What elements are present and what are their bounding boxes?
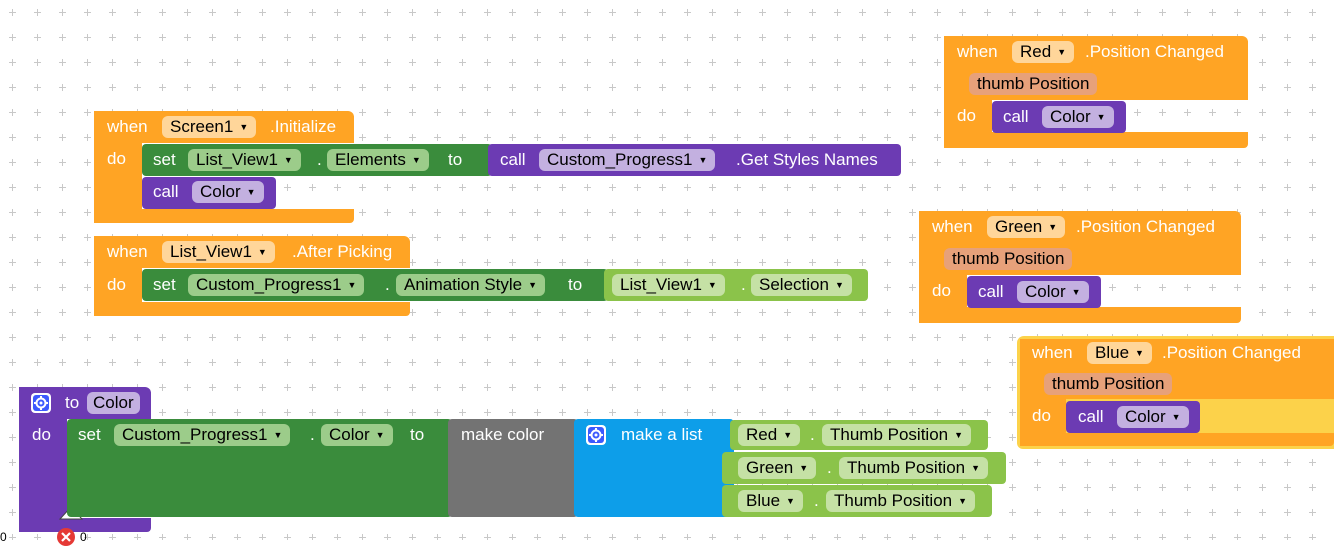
chevron-down-icon: ▼	[954, 430, 964, 440]
dot-label: .	[310, 425, 315, 444]
listview-component-dropdown[interactable]: List_View1▼	[612, 274, 725, 296]
chevron-down-icon: ▼	[1057, 47, 1067, 57]
color-procedure-dropdown[interactable]: Color▼	[1017, 281, 1089, 303]
chevron-down-icon: ▼	[783, 430, 793, 440]
do-label: do	[107, 275, 126, 294]
dot-label: .	[317, 150, 322, 169]
set-label: set	[78, 425, 101, 444]
color-procedure-dropdown[interactable]: Color▼	[1042, 106, 1114, 128]
chevron-down-icon: ▼	[257, 247, 267, 257]
when-label: when	[107, 117, 148, 136]
chevron-down-icon: ▼	[246, 187, 256, 197]
event-name-label: .Position Changed	[1162, 343, 1301, 362]
event-name-label: .Position Changed	[1085, 42, 1224, 61]
thumb-position-property-dropdown[interactable]: Thumb Position▼	[826, 490, 976, 512]
screen-component-dropdown[interactable]: Screen1▼	[162, 116, 257, 138]
dot-label: .	[741, 275, 746, 294]
chevron-down-icon: ▼	[786, 496, 795, 506]
chevron-down-icon: ▼	[1171, 412, 1181, 422]
green-slider-component-dropdown[interactable]: Green▼	[987, 216, 1066, 238]
call-label: call	[1078, 407, 1104, 426]
call-label: call	[153, 182, 179, 201]
chevron-down-icon: ▼	[698, 155, 708, 165]
green-component-dropdown[interactable]: Green▼	[738, 457, 817, 479]
blue-component-dropdown[interactable]: Blue▼	[738, 490, 803, 512]
chevron-down-icon: ▼	[1048, 222, 1058, 232]
call-label: call	[978, 282, 1004, 301]
chevron-down-icon: ▼	[347, 280, 357, 290]
chevron-down-icon: ▼	[375, 430, 385, 440]
do-label: do	[107, 149, 126, 168]
make-a-list-label: make a list	[621, 425, 703, 444]
chevron-down-icon: ▼	[528, 280, 538, 290]
gear-icon[interactable]	[586, 425, 606, 445]
listview-component-dropdown[interactable]: List_View1▼	[162, 241, 275, 263]
thumb-position-property-dropdown[interactable]: Thumb Position▼	[822, 424, 972, 446]
chevron-down-icon: ▼	[1096, 112, 1106, 122]
do-label: do	[1032, 406, 1051, 425]
dot-label: .	[814, 491, 819, 510]
do-label: do	[932, 281, 951, 300]
color-procedure-dropdown[interactable]: Color▼	[192, 181, 264, 203]
to-label: to	[448, 150, 463, 169]
color-property-dropdown[interactable]: Color▼	[321, 424, 393, 446]
custom-progress-component-dropdown[interactable]: Custom_Progress1▼	[188, 274, 365, 296]
do-label: do	[957, 106, 976, 125]
event-name-label: .After Picking	[292, 242, 393, 261]
procedure-name-field[interactable]: Color	[87, 392, 140, 414]
chevron-down-icon: ▼	[1135, 348, 1144, 358]
listview-component-dropdown[interactable]: List_View1▼	[188, 149, 301, 171]
chevron-down-icon: ▼	[1071, 287, 1081, 297]
thumb-position-property-dropdown[interactable]: Thumb Position▼	[839, 457, 989, 479]
chevron-down-icon: ▼	[958, 496, 968, 506]
when-label: when	[1032, 343, 1073, 362]
call-label: call	[500, 150, 526, 169]
error-count: 0	[80, 530, 87, 544]
make-color-label: make color	[461, 425, 545, 444]
gear-icon[interactable]	[31, 393, 51, 413]
dot-label: .	[810, 425, 815, 444]
set-label: set	[153, 150, 176, 169]
when-label: when	[957, 42, 998, 61]
to-label: to	[65, 393, 80, 412]
method-name-label: .Get Styles Names	[736, 150, 878, 169]
elements-property-dropdown[interactable]: Elements▼	[327, 149, 429, 171]
red-component-dropdown[interactable]: Red▼	[738, 424, 801, 446]
chevron-down-icon: ▼	[834, 280, 844, 290]
thumb-position-param[interactable]: thumb Position	[1044, 373, 1173, 395]
event-name-label: .Position Changed	[1076, 217, 1215, 236]
chevron-down-icon: ▼	[239, 122, 249, 132]
set-label: set	[153, 275, 176, 294]
chevron-down-icon: ▼	[283, 155, 293, 165]
animation-style-property-dropdown[interactable]: Animation Style▼	[396, 274, 546, 296]
dot-label: .	[827, 458, 832, 477]
custom-progress-component-dropdown[interactable]: Custom_Progress1▼	[114, 424, 291, 446]
color-procedure-dropdown[interactable]: Color▼	[1117, 406, 1189, 428]
event-name-label: .Initialize	[270, 117, 337, 136]
chevron-down-icon: ▼	[273, 430, 283, 440]
custom-progress-component-dropdown[interactable]: Custom_Progress1▼	[539, 149, 716, 171]
chevron-down-icon: ▼	[799, 463, 809, 473]
blue-slider-component-dropdown[interactable]: Blue▼	[1087, 342, 1152, 364]
to-label: to	[568, 275, 583, 294]
call-label: call	[1003, 107, 1029, 126]
selection-property-dropdown[interactable]: Selection▼	[751, 274, 852, 296]
do-label: do	[32, 425, 51, 444]
thumb-position-param[interactable]: thumb Position	[944, 248, 1073, 270]
thumb-position-param[interactable]: thumb Position	[969, 73, 1098, 95]
zoom-readout: 0	[0, 530, 7, 544]
chevron-down-icon: ▼	[707, 280, 717, 290]
chevron-down-icon: ▼	[411, 155, 421, 165]
when-label: when	[107, 242, 148, 261]
red-slider-component-dropdown[interactable]: Red▼	[1012, 41, 1075, 63]
to-label: to	[410, 425, 425, 444]
when-label: when	[932, 217, 973, 236]
chevron-down-icon: ▼	[971, 463, 981, 473]
dot-label: .	[385, 275, 390, 294]
